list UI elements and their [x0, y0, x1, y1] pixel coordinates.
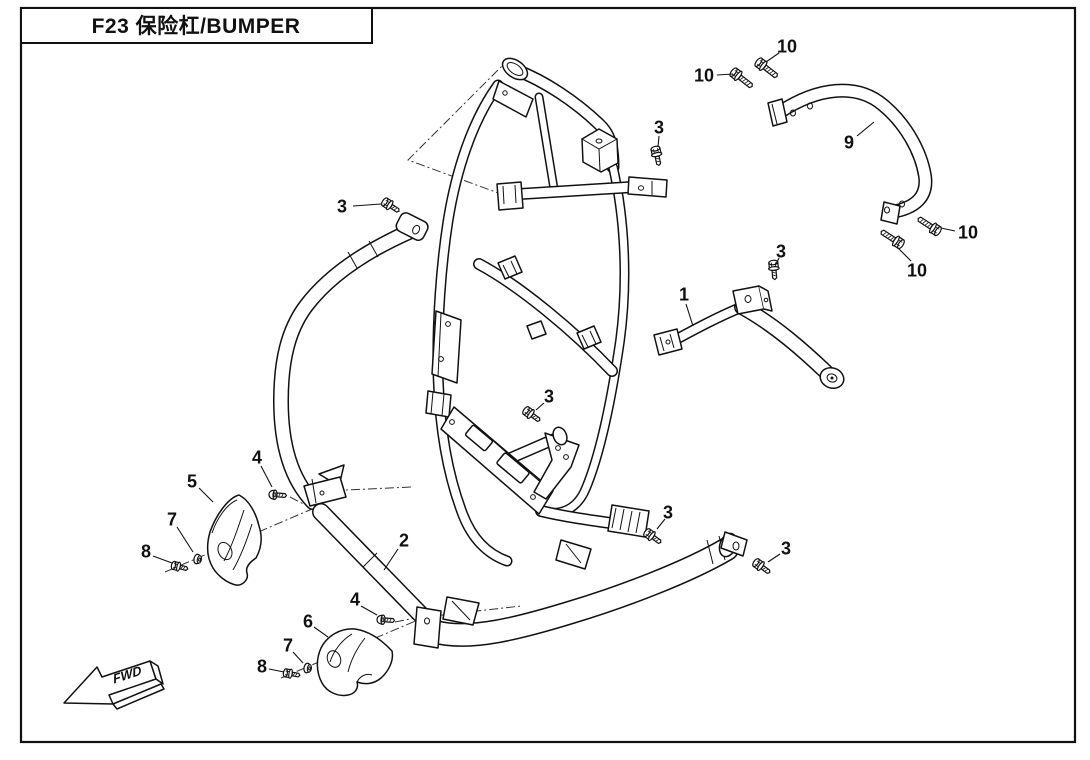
lower-top-bracket	[303, 464, 347, 507]
lower-left-bracket	[413, 596, 480, 649]
bumper-boss	[819, 366, 845, 390]
bolt-long-item-10	[880, 229, 905, 250]
bolt-hex-item-3	[752, 558, 771, 574]
leader-line-10	[940, 227, 956, 232]
bolt-long-item-10	[754, 57, 778, 79]
title-box	[20, 7, 373, 44]
leader-line-7	[292, 651, 304, 664]
callout-10: 10	[694, 66, 714, 86]
callout-2: 2	[399, 531, 409, 551]
callout-3: 3	[654, 118, 664, 138]
page-frame: F23 保险杠/BUMPER	[19, 6, 1077, 744]
frame-block-bracket	[581, 128, 619, 173]
leader-line-3	[535, 402, 545, 411]
bolt-hex-item-3	[643, 528, 662, 544]
frame-u-bracket	[496, 181, 524, 211]
frame-tall-plate	[431, 310, 462, 384]
bolt-hex-item-3	[522, 406, 541, 422]
leader-line-4	[260, 465, 273, 488]
leader-line-8	[268, 668, 285, 673]
callout-9: 9	[844, 133, 854, 153]
frame-u-bracket-small	[425, 390, 452, 418]
leader-line-3	[656, 518, 666, 530]
callout-10: 10	[907, 261, 927, 281]
callout-6: 6	[303, 612, 313, 632]
callout-8: 8	[141, 542, 151, 562]
frame-tab	[526, 320, 547, 340]
vehicle-frame	[425, 57, 668, 570]
frame-bracket	[492, 80, 534, 118]
bumper-main-tube	[272, 212, 845, 510]
frame-clip	[576, 325, 602, 350]
callout-7: 7	[283, 636, 293, 656]
bumper-lower-tube	[303, 464, 748, 649]
callout-3: 3	[781, 539, 791, 559]
bolt-button-item-4	[376, 614, 396, 626]
callout-10: 10	[777, 37, 797, 57]
bolt-hex-item-3	[650, 145, 663, 167]
leader-line-6	[313, 626, 329, 638]
leader-line-3	[352, 203, 382, 207]
callout-3: 3	[337, 197, 347, 217]
rear-grab-bar	[767, 83, 933, 225]
cover-bottom	[316, 628, 394, 697]
leader-line-1	[685, 303, 694, 327]
bumper-clamp	[653, 328, 683, 356]
leader-line-10	[765, 52, 780, 63]
callout-3: 3	[663, 503, 673, 523]
callout-5: 5	[187, 472, 197, 492]
frame-wedge	[555, 539, 592, 570]
callout-3: 3	[776, 242, 786, 262]
callout-7: 7	[167, 510, 177, 530]
leader-line-2	[383, 548, 399, 571]
fwd-arrow: FWD	[63, 660, 165, 710]
leader-line-9	[856, 121, 875, 137]
leader-line-3	[775, 257, 780, 265]
frame-arm-bracket	[533, 432, 580, 500]
bolt-button-item-4	[268, 489, 288, 501]
frame-top-cap	[501, 57, 529, 81]
callout-4: 4	[252, 448, 262, 468]
bolt-hex-item-3	[768, 259, 780, 281]
leader-line-3	[657, 135, 660, 148]
winch-plate	[440, 406, 554, 515]
bumper-mount-bracket	[732, 285, 773, 315]
callout-1: 1	[679, 285, 689, 305]
lower-right-end	[718, 531, 748, 558]
bolt-small-item-8	[170, 560, 189, 572]
cover-left	[206, 494, 262, 586]
leader-line-8	[152, 555, 173, 564]
bolt-small-item-8	[282, 668, 301, 679]
leader-line-7	[176, 526, 194, 553]
nut-flange-item-7	[193, 553, 203, 565]
page-title: F23 保险杠/BUMPER	[92, 14, 301, 38]
leader-line-10	[716, 73, 734, 76]
leader-line-3	[767, 553, 781, 563]
leader-lines	[152, 52, 956, 673]
bolt-long-item-10	[917, 216, 942, 237]
fasteners-layer	[170, 57, 942, 679]
bolt-long-item-10	[729, 67, 753, 89]
bumper-top-clevis	[395, 212, 429, 241]
frame-hatched-end	[607, 504, 650, 538]
frame-clip	[497, 255, 523, 280]
callout-3: 3	[544, 387, 554, 407]
callout-10: 10	[958, 223, 978, 243]
callout-4: 4	[350, 590, 360, 610]
leader-line-5	[198, 487, 214, 503]
frame-plate-right	[627, 176, 668, 198]
callout-8: 8	[257, 657, 267, 677]
leader-line-10	[898, 248, 912, 262]
frame-tube-cap	[552, 426, 568, 446]
bolt-hex-item-3	[381, 197, 400, 213]
leader-line-4	[360, 605, 378, 616]
nut-flange-item-7	[303, 662, 312, 674]
